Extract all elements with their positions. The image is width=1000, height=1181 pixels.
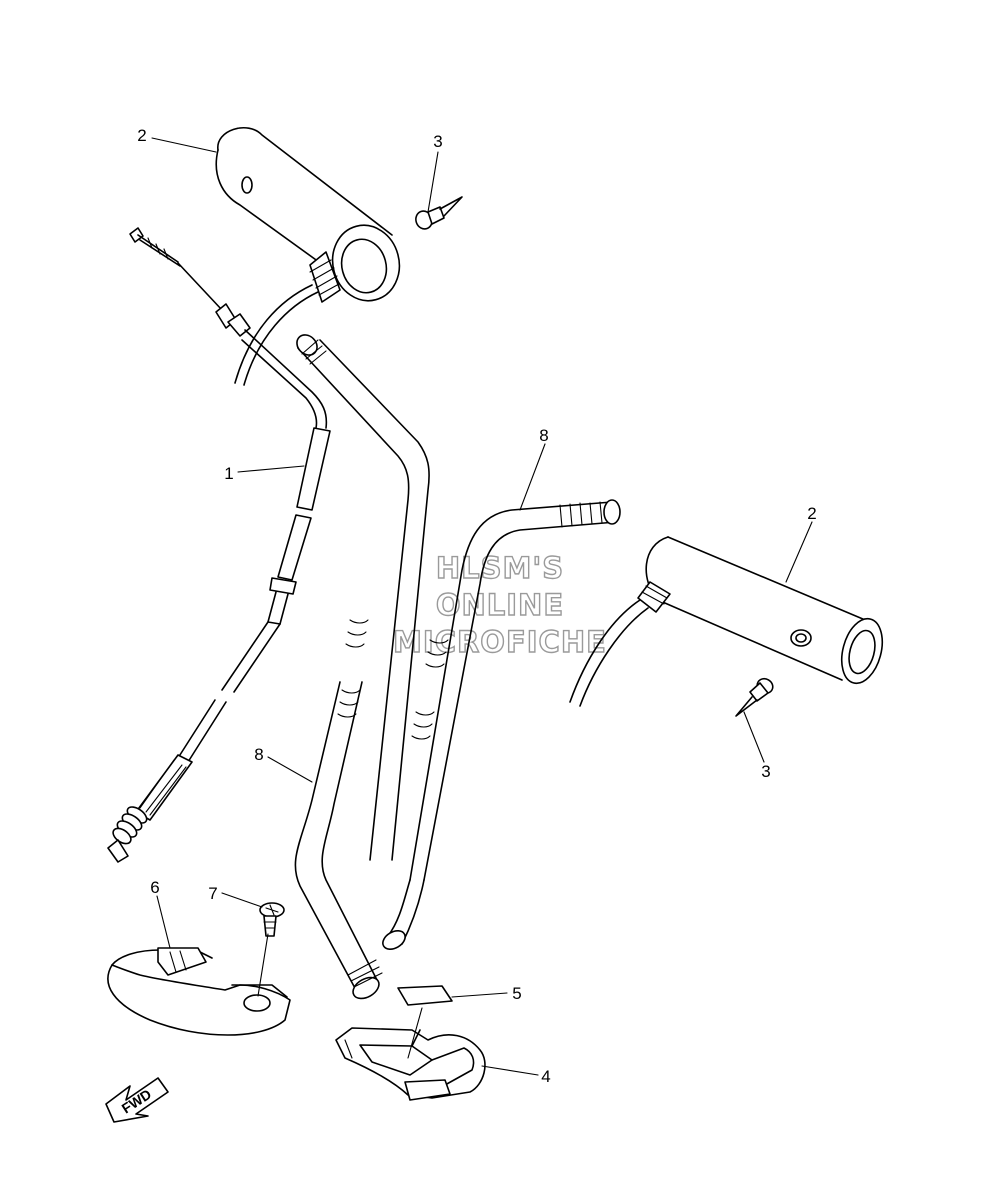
callout-5: 5 xyxy=(512,984,521,1003)
callout-8-right: 8 xyxy=(539,426,548,445)
callout-8-left: 8 xyxy=(254,745,263,764)
rivet-right-part xyxy=(735,677,774,717)
watermark: HLSM'S ONLINE MICROFICHE xyxy=(392,550,607,659)
callout-2-right: 2 xyxy=(807,504,816,523)
leader-3-upper xyxy=(427,151,439,213)
watermark-line-2: ONLINE xyxy=(436,588,564,622)
screw-part xyxy=(259,902,285,937)
leader-5-axis xyxy=(407,1007,423,1059)
pad-part xyxy=(397,985,453,1006)
callout-3-right: 3 xyxy=(761,762,770,781)
rivet-upper-part xyxy=(415,196,463,230)
leader-7 xyxy=(221,892,263,908)
leader-2-upper xyxy=(151,137,217,153)
callout-7: 7 xyxy=(208,884,217,903)
leader-3-right xyxy=(743,711,765,763)
wire-loop-left-part xyxy=(294,334,430,1000)
watermark-line-1: HLSM'S xyxy=(436,551,564,585)
callout-3-upper: 3 xyxy=(433,132,442,151)
leader-8-left xyxy=(267,756,313,783)
leader-2-right xyxy=(785,521,813,583)
cable-part xyxy=(107,227,331,863)
callout-6: 6 xyxy=(150,878,159,897)
leader-6 xyxy=(156,895,171,949)
leader-4 xyxy=(481,1065,539,1076)
leader-7-axis xyxy=(257,933,269,997)
grip-right-part xyxy=(569,536,884,707)
bracket-part xyxy=(107,947,291,1036)
callout-2-upper: 2 xyxy=(137,126,146,145)
callout-4: 4 xyxy=(541,1067,550,1086)
grip-upper-part xyxy=(215,126,401,386)
leader-1 xyxy=(237,465,305,473)
holder-part xyxy=(335,1027,486,1101)
fwd-arrow-icon: FWD xyxy=(105,1077,169,1123)
callouts: 2 3 1 8 2 3 8 6 7 5 4 xyxy=(137,126,816,1086)
leader-8-right xyxy=(519,443,546,511)
callout-1: 1 xyxy=(224,464,233,483)
watermark-line-3: MICROFICHE xyxy=(393,625,607,659)
leader-5 xyxy=(451,992,508,998)
wire-loop-right-part xyxy=(382,499,621,950)
leader-lines xyxy=(151,137,813,1076)
